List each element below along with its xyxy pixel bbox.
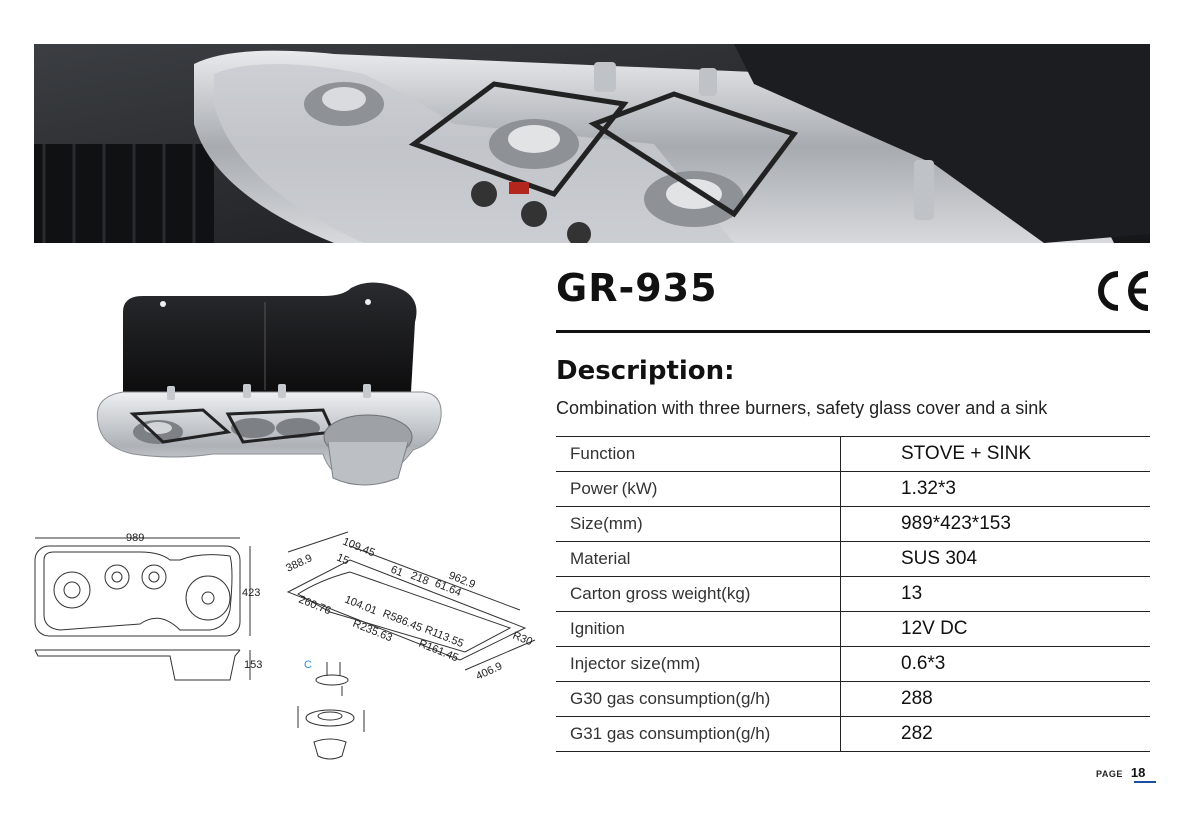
description-heading: Description: [556, 356, 735, 386]
spec-label: G31 gas consumption(g/h) [556, 716, 841, 752]
spec-label: Size(mm) [556, 506, 841, 542]
cutout-dimension-labels: 109.45 388.9 61 218 61.64 962.9 104.01 R… [284, 536, 534, 683]
title-divider [556, 330, 1150, 333]
dim-cutout-d2: 388.9 [284, 552, 314, 575]
dim-cutout-d15: 15 [335, 552, 351, 568]
burner-callout-label: C [304, 659, 312, 671]
spec-value: 12V DC [840, 611, 1150, 647]
spec-label: Material [556, 541, 841, 577]
spec-label: G30 gas consumption(g/h) [556, 681, 841, 717]
table-row: Power (kW) 1.32*3 [556, 471, 1150, 507]
table-row: Ignition 12V DC [556, 611, 1150, 647]
product-model-title: GR-935 [556, 266, 718, 310]
dim-width-label: 989 [126, 532, 144, 544]
page-number: 18 [1130, 765, 1146, 780]
spec-value: 0.6*3 [840, 646, 1150, 682]
spec-value: 989*423*153 [840, 506, 1150, 542]
spec-value: 282 [840, 716, 1150, 752]
spec-value: 1.32*3 [840, 471, 1150, 507]
spec-label: Function [556, 436, 841, 472]
dim-depth-label: 423 [242, 587, 260, 599]
spec-label: Carton gross weight(kg) [556, 576, 841, 612]
table-row: Material SUS 304 [556, 541, 1150, 577]
dim-cutout-d4: 218 [409, 570, 431, 588]
ce-certification-mark [1092, 268, 1152, 314]
top-view-drawing [34, 537, 251, 637]
cutout-drawing [286, 531, 536, 671]
hero-stove-illustration [34, 44, 1150, 243]
table-row: Size(mm) 989*423*153 [556, 506, 1150, 542]
page-label: PAGE [1096, 769, 1123, 779]
dim-cutout-d3: 61 [389, 564, 405, 580]
ce-mark-logo [1098, 271, 1149, 311]
technical-drawings: 989 423 153 109.45 388.9 61 218 61.64 96… [30, 520, 540, 780]
description-text: Combination with three burners, safety g… [556, 398, 1048, 418]
spec-value: STOVE + SINK [840, 436, 1150, 472]
product-photo [93, 282, 445, 500]
spec-label: Ignition [556, 611, 841, 647]
product-stove-sink-illustration [96, 282, 442, 486]
page-footer: PAGE 18 [1096, 764, 1145, 784]
dim-cutout-d7: 104.01 [343, 594, 379, 618]
hero-banner-image [34, 44, 1150, 243]
spec-label: Power (kW) [556, 471, 841, 507]
burner-exploded-view [297, 662, 365, 760]
spec-table: Function STOVE + SINK Power (kW) 1.32*3 … [556, 436, 1150, 752]
dim-cutout-d14: 260.76 [297, 594, 333, 618]
table-row: G31 gas consumption(g/h) 282 [556, 716, 1150, 752]
dim-height-label: 153 [244, 659, 262, 671]
side-view-drawing [34, 649, 251, 681]
spec-value: SUS 304 [840, 541, 1150, 577]
table-row: Carton gross weight(kg) 13 [556, 576, 1150, 612]
table-row: Function STOVE + SINK [556, 436, 1150, 472]
dim-cutout-d11: R235.63 [351, 618, 394, 645]
dimension-drawing: 989 423 153 109.45 388.9 61 218 61.64 96… [34, 531, 536, 760]
spec-label: Injector size(mm) [556, 646, 841, 682]
page-number-underline [1134, 781, 1156, 783]
table-row: Injector size(mm) 0.6*3 [556, 646, 1150, 682]
table-row: G30 gas consumption(g/h) 288 [556, 681, 1150, 717]
spec-value: 288 [840, 681, 1150, 717]
spec-value: 13 [840, 576, 1150, 612]
